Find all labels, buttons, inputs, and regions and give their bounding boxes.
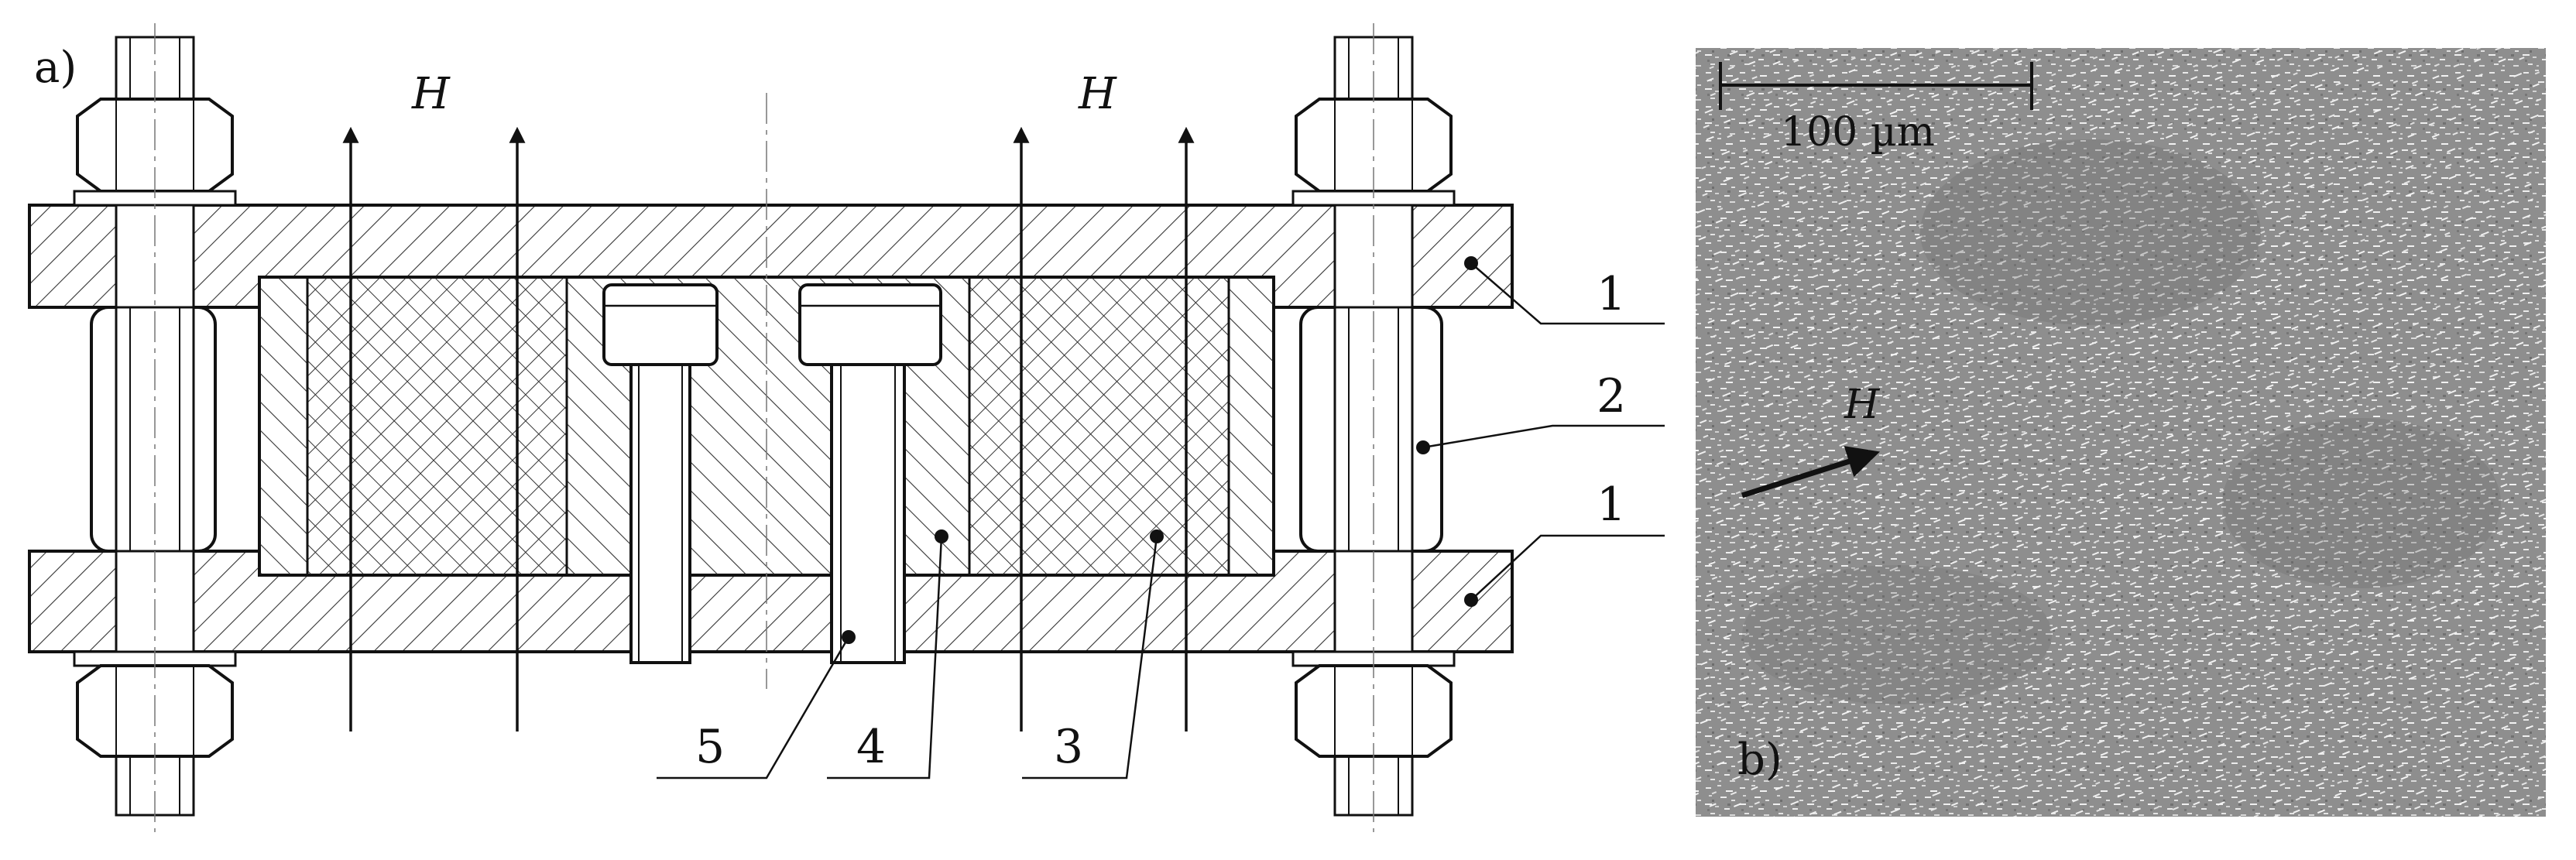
left-holder-wall xyxy=(258,276,309,577)
micrograph-texture xyxy=(1696,48,2546,817)
panel-a-label: a) xyxy=(34,43,77,93)
field-label-h-right: H xyxy=(1078,69,1117,119)
micrograph-field-label: H xyxy=(1844,382,1881,428)
right-sample-3 xyxy=(968,276,1230,577)
right-holder-wall xyxy=(1227,276,1275,577)
field-arrows xyxy=(342,126,1195,732)
micrograph-field-arrow xyxy=(1741,446,1881,499)
callout-2: 2 xyxy=(1597,369,1626,423)
callout-5: 5 xyxy=(695,720,725,774)
right-bolt xyxy=(1291,23,1456,832)
device-cross-section: a) H H 1 2 1 5 4 3 xyxy=(28,23,1665,832)
scale-bar xyxy=(1719,62,2033,110)
left-bolt xyxy=(73,23,237,832)
callout-1-bottom: 1 xyxy=(1597,478,1626,532)
left-sample xyxy=(306,276,568,577)
screw-right xyxy=(798,283,942,664)
field-label-h-left: H xyxy=(411,69,451,119)
callout-3: 3 xyxy=(1054,720,1083,774)
callout-1-top: 1 xyxy=(1597,267,1626,321)
scale-bar-label: 100 µm xyxy=(1781,109,1935,156)
leader-lines xyxy=(657,262,1665,779)
micrograph-panel: 100 µm H b) xyxy=(1696,48,2546,817)
screw-left xyxy=(602,283,719,664)
panel-b-label: b) xyxy=(1737,735,1782,785)
callout-4: 4 xyxy=(856,720,886,774)
